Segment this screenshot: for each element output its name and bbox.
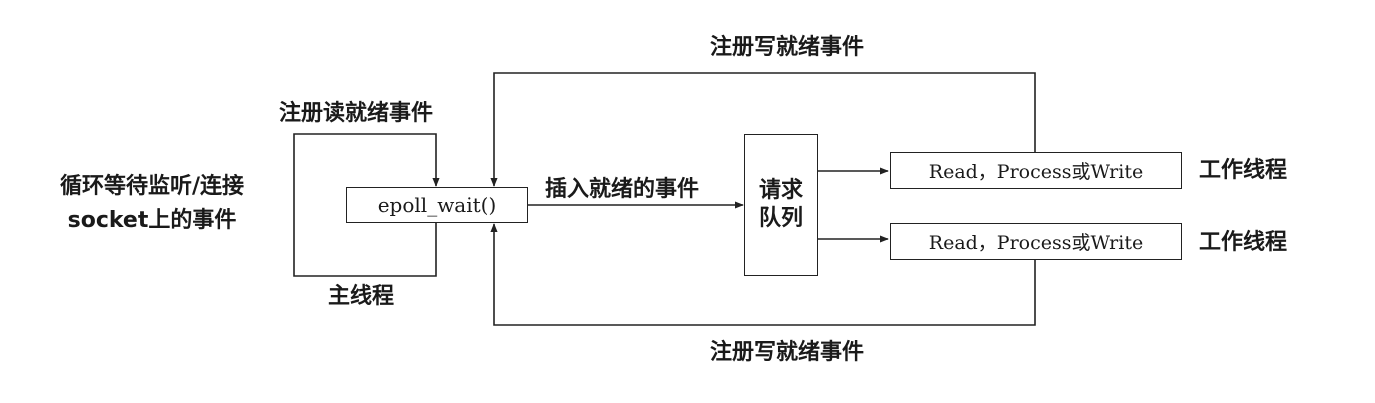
register-write-top-label: 注册写就绪事件 — [710, 35, 865, 60]
worker-task-label: Read，Process或Write — [928, 161, 1144, 183]
worker-task-label: Read，Process或Write — [928, 232, 1144, 254]
loop-label-line1: 循环等待监听/连接 — [59, 174, 245, 199]
register-write-top-line — [490, 72, 1036, 187]
register-read-label: 注册读就绪事件 — [279, 101, 434, 126]
main-thread-loop-line — [293, 133, 440, 277]
worker-task-box: Read，Process或Write — [890, 152, 1182, 189]
register-write-bottom-label: 注册写就绪事件 — [710, 340, 865, 365]
request-queue-line2: 队列 — [758, 206, 803, 231]
insert-events-label: 插入就绪的事件 — [545, 177, 700, 202]
epoll-wait-box: epoll_wait() — [346, 187, 528, 223]
worker-thread-label: 工作线程 — [1199, 230, 1288, 255]
worker-task-box: Read，Process或Write — [890, 223, 1182, 260]
loop-label: 循环等待监听/连接 socket上的事件 — [20, 170, 284, 238]
worker-thread-label: 工作线程 — [1199, 158, 1288, 183]
epoll-wait-label: epoll_wait() — [377, 193, 497, 217]
register-write-bottom-line — [490, 223, 1036, 326]
request-queue-box: 请求 队列 — [744, 134, 818, 276]
main-thread-label: 主线程 — [328, 284, 395, 309]
request-queue-line1: 请求 — [758, 178, 803, 203]
loop-label-line2: socket上的事件 — [67, 208, 237, 233]
